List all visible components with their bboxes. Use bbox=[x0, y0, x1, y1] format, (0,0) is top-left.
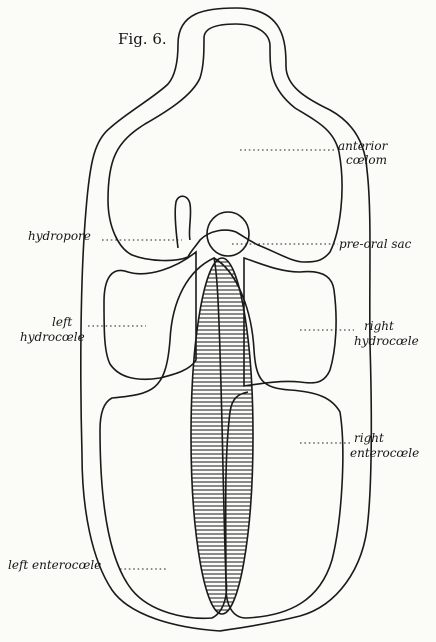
pre-oral-sac bbox=[207, 212, 249, 256]
label-right-enterocoele-2: enterocœle bbox=[350, 446, 419, 460]
label-hydropore: hydropore bbox=[28, 229, 91, 243]
label-left-enterocoele: left enterocœle bbox=[8, 558, 101, 572]
label-left-hydrocoele-1: left bbox=[52, 315, 72, 329]
left-hydrocoele bbox=[104, 252, 196, 379]
right-hydrocoele bbox=[244, 258, 336, 386]
label-right-hydrocoele-1: right bbox=[364, 319, 394, 333]
label-right-hydrocoele-2: hydrocœle bbox=[354, 334, 419, 348]
anterior-coelom bbox=[108, 24, 342, 262]
label-pre-oral-sac: pre-oral sac bbox=[339, 237, 412, 251]
label-coelom: cœlom bbox=[346, 153, 387, 167]
label-left-hydrocoele-2: hydrocœle bbox=[20, 330, 85, 344]
label-right-enterocoele-1: right bbox=[354, 431, 384, 445]
figure-title: Fig. 6. bbox=[118, 30, 167, 48]
label-anterior: anterior bbox=[338, 139, 389, 153]
